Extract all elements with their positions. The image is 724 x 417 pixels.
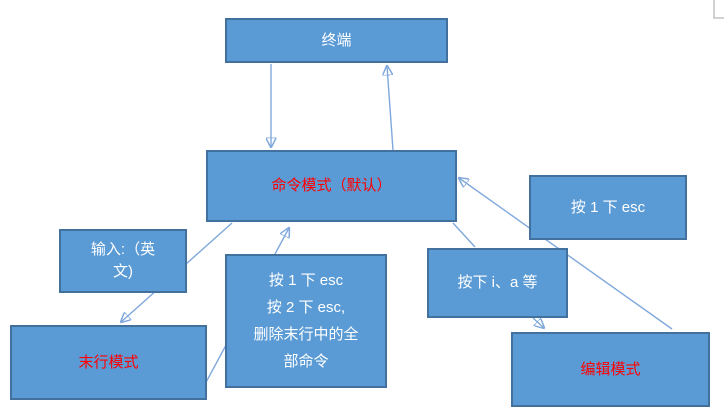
node-press-esc-once-label: 按 1 下 esc — [570, 198, 646, 216]
node-esc-multi-note[interactable]: 按 1 下 esc 按 2 下 esc, 删除末行中的全 部命令 — [225, 254, 387, 388]
node-press-i-a-label: 按下 i、a 等 — [457, 274, 538, 291]
node-esc-multi-line2: 按 2 下 esc, — [266, 299, 346, 316]
node-esc-multi-line3: 删除末行中的全 — [253, 326, 359, 343]
connector-command-to-terminal — [387, 66, 394, 151]
node-command-mode[interactable]: 命令模式（默认） — [206, 150, 457, 222]
node-esc-multi-line1: 按 1 下 esc — [268, 272, 344, 289]
node-input-colon[interactable]: 输入:（英 文) — [59, 229, 187, 293]
node-press-esc-once[interactable]: 按 1 下 esc — [529, 175, 687, 240]
node-terminal[interactable]: 终端 — [225, 18, 448, 63]
node-lastline-mode[interactable]: 末行模式 — [10, 325, 207, 400]
connector-command-to-pressia — [452, 222, 476, 248]
node-command-mode-label: 命令模式（默认） — [271, 177, 392, 194]
node-press-i-a[interactable]: 按下 i、a 等 — [427, 248, 568, 318]
node-esc-multi-line4: 部命令 — [283, 353, 329, 370]
node-edit-mode-label: 编辑模式 — [580, 360, 641, 378]
connector-pressia-to-edit — [532, 317, 544, 328]
node-lastline-mode-label: 末行模式 — [78, 353, 139, 371]
node-input-colon-line1: 输入:（英 — [90, 241, 156, 258]
node-edit-mode[interactable]: 编辑模式 — [511, 332, 710, 407]
node-terminal-label: 终端 — [321, 31, 352, 49]
node-input-colon-line2: 文) — [113, 263, 133, 280]
